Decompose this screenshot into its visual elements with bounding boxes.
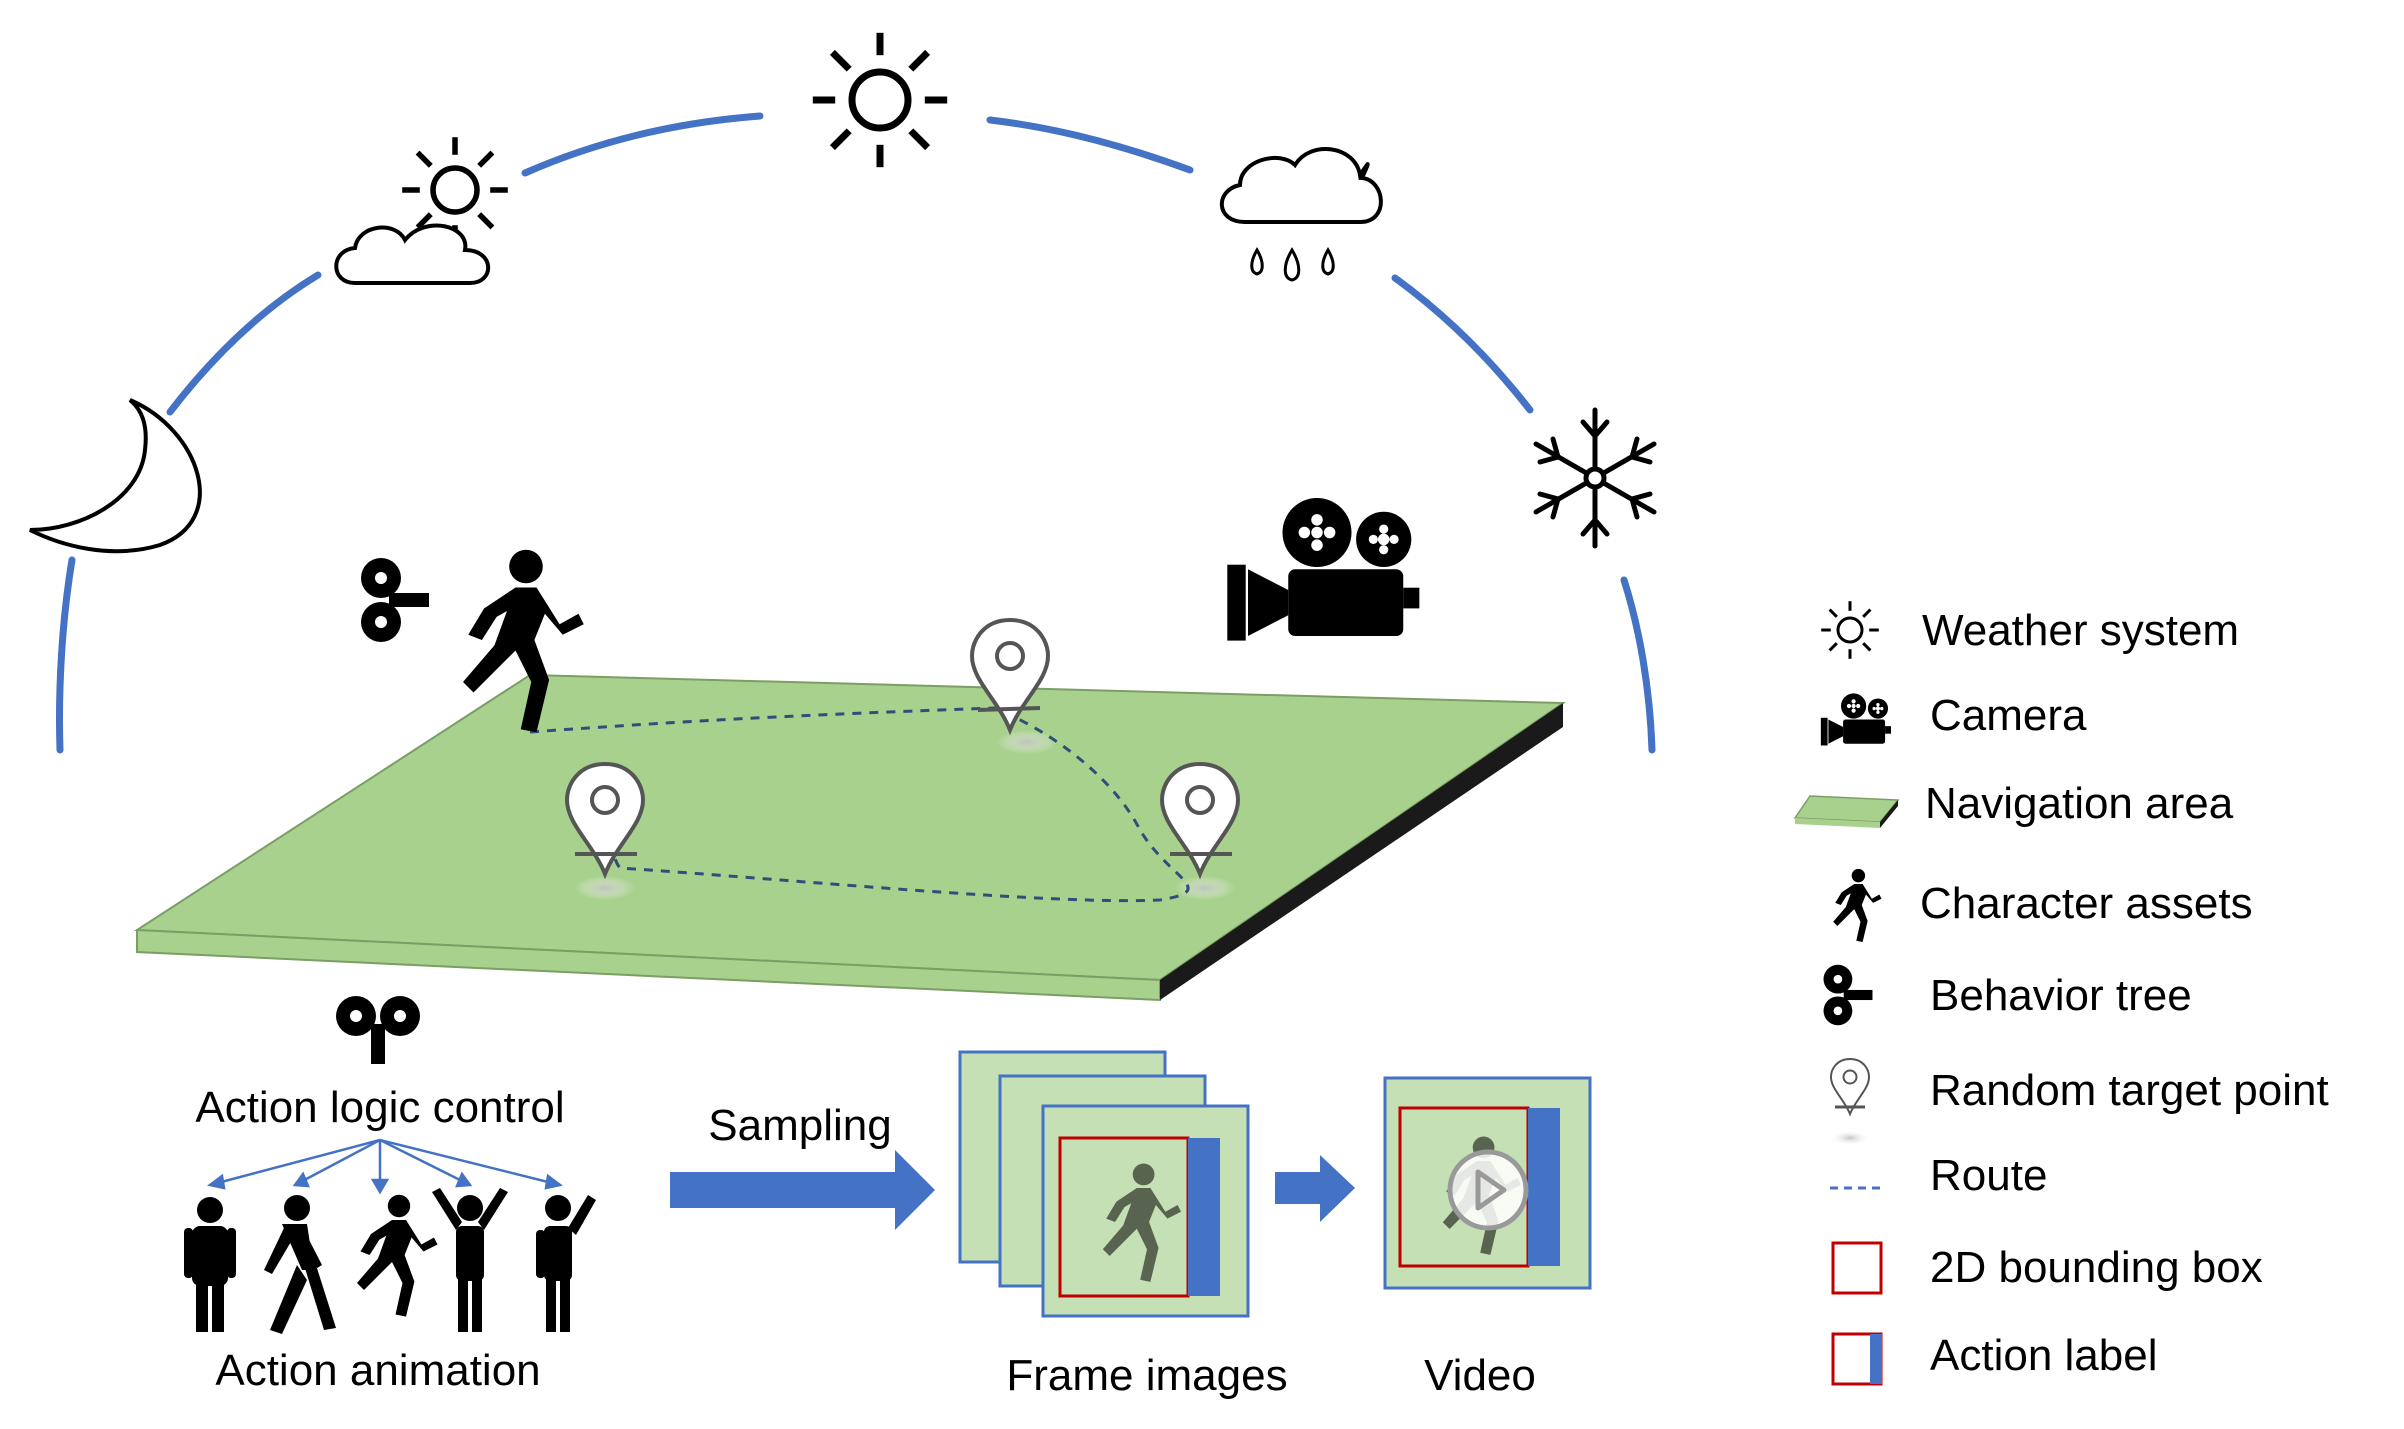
svg-text:Camera: Camera	[1930, 691, 2087, 740]
waving-figure-icon	[536, 1195, 596, 1332]
legend-item-weather: Weather system	[1819, 599, 2239, 661]
action-animation-figures	[184, 1188, 596, 1334]
behavior-tree-icon	[1823, 964, 1873, 1026]
runner-icon	[1833, 868, 1882, 942]
legend-item-route: Route	[1830, 1130, 2047, 1200]
target-point-pin	[970, 618, 1050, 732]
legend-item-navigation: Navigation area	[1793, 779, 2234, 828]
camera-icon	[1820, 693, 1891, 746]
svg-text:Route: Route	[1930, 1151, 2047, 1200]
legend-item-camera: Camera	[1820, 691, 2087, 746]
partly-cloudy-icon	[334, 137, 508, 285]
action-logic-control-label: Action logic control	[195, 1083, 564, 1132]
cheering-figure-icon	[432, 1188, 508, 1332]
svg-text:Character assets: Character assets	[1920, 879, 2253, 928]
sun-icon	[1819, 599, 1881, 661]
weather-arc	[56, 112, 1656, 754]
running-figure-icon	[357, 1194, 438, 1317]
svg-text:2D bounding box: 2D bounding box	[1930, 1243, 2263, 1292]
to-video-arrow	[1275, 1155, 1355, 1222]
svg-text:Behavior tree: Behavior tree	[1930, 971, 2192, 1020]
navigation-area	[133, 618, 1567, 1002]
legend-item-action-label: Action label	[1831, 1331, 2157, 1386]
legend-item-bbox: 2D bounding box	[1831, 1241, 2263, 1295]
svg-text:Random target point: Random target point	[1930, 1066, 2329, 1115]
navigation-area-icon	[1793, 795, 1900, 823]
play-icon	[1447, 1149, 1529, 1231]
map-pin-icon	[1830, 1058, 1870, 1115]
sun-icon	[813, 33, 947, 167]
action-logic-key-icon	[336, 996, 420, 1064]
target-point-pin	[565, 762, 645, 876]
frame-image	[1041, 1104, 1250, 1318]
sampling-label: Sampling	[708, 1101, 891, 1150]
rain-cloud-icon	[1219, 147, 1383, 282]
legend-item-character: Character assets	[1833, 868, 2253, 942]
video-label: Video	[1424, 1351, 1536, 1400]
action-branch-arrows	[207, 1138, 563, 1195]
standing-figure-icon	[184, 1197, 236, 1332]
camera-icon	[1227, 498, 1420, 641]
legend-item-target: Random target point	[1830, 1058, 2329, 1115]
frame-images-label: Frame images	[1006, 1351, 1287, 1400]
frame-images-stack	[958, 1050, 1250, 1318]
route-path	[529, 706, 1190, 903]
moon-icon	[29, 398, 202, 554]
walking-figure-icon	[264, 1195, 336, 1334]
legend-item-behavior: Behavior tree	[1823, 964, 2192, 1026]
svg-text:Weather system: Weather system	[1922, 606, 2239, 655]
legend: Weather system Camera Navigation area Ch…	[1793, 599, 2329, 1386]
target-point-pin	[1160, 762, 1240, 876]
snowflake-icon	[1533, 407, 1657, 549]
bounding-box-icon	[1831, 1241, 1883, 1295]
svg-text:Navigation area: Navigation area	[1925, 779, 2234, 828]
video-frame	[1383, 1076, 1592, 1290]
action-animation-label: Action animation	[215, 1346, 540, 1395]
svg-text:Action label: Action label	[1930, 1331, 2157, 1380]
sampling-arrow	[670, 1150, 935, 1230]
